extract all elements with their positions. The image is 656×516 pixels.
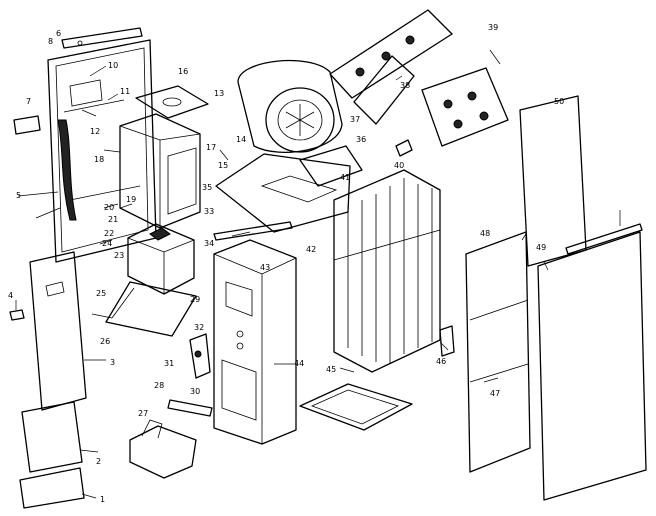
part-limit-switch[interactable] bbox=[189, 333, 211, 379]
callout-31: 31 bbox=[164, 359, 174, 368]
callout-15: 15 bbox=[218, 161, 228, 170]
callout-16: 16 bbox=[178, 67, 188, 76]
callout-21: 21 bbox=[108, 215, 118, 224]
callout-14: 14 bbox=[236, 135, 246, 144]
part-side-flap[interactable] bbox=[299, 145, 363, 187]
callout-5: 5 bbox=[16, 191, 21, 200]
callout-24: 24 bbox=[102, 239, 112, 248]
callout-20: 20 bbox=[104, 203, 114, 212]
callout-6: 6 bbox=[56, 29, 61, 38]
callout-13: 13 bbox=[214, 89, 224, 98]
callout-23: 23 bbox=[114, 251, 124, 260]
callout-38: 38 bbox=[400, 81, 410, 90]
callout-10: 10 bbox=[108, 61, 118, 70]
callout-32: 32 bbox=[194, 323, 204, 332]
part-side-panel[interactable] bbox=[537, 231, 647, 501]
callout-26: 26 bbox=[100, 337, 110, 346]
part-main-cabinet[interactable] bbox=[213, 239, 297, 445]
callout-49: 49 bbox=[536, 243, 546, 252]
callout-25: 25 bbox=[96, 289, 106, 298]
part-divider-rail[interactable] bbox=[469, 363, 529, 383]
part-flex-tube[interactable] bbox=[57, 119, 77, 221]
callout-4: 4 bbox=[8, 291, 13, 300]
part-top-cover[interactable] bbox=[215, 153, 351, 233]
callout-47: 47 bbox=[490, 389, 500, 398]
callout-34: 34 bbox=[204, 239, 214, 248]
callout-12: 12 bbox=[90, 127, 100, 136]
callout-40: 40 bbox=[394, 161, 404, 170]
part-small-rail[interactable] bbox=[13, 115, 41, 135]
callout-19: 19 bbox=[126, 195, 136, 204]
part-divider-panel[interactable] bbox=[465, 231, 531, 473]
part-burner-plate[interactable] bbox=[421, 67, 509, 147]
part-lower-door-panel[interactable] bbox=[21, 401, 83, 473]
part-top-rail[interactable] bbox=[61, 27, 143, 49]
part-angle-bracket[interactable] bbox=[439, 325, 455, 357]
part-top-plate[interactable] bbox=[135, 85, 209, 119]
part-top-strip[interactable] bbox=[565, 223, 643, 255]
callout-2: 2 bbox=[96, 457, 101, 466]
callout-45: 45 bbox=[326, 365, 336, 374]
callout-17: 17 bbox=[206, 143, 216, 152]
leader-lines bbox=[15, 49, 621, 499]
callout-29: 29 bbox=[190, 295, 200, 304]
part-flat-bracket[interactable] bbox=[167, 399, 213, 417]
part-bottom-rail[interactable] bbox=[19, 467, 85, 509]
part-angled-baffle[interactable] bbox=[353, 55, 415, 125]
callout-35: 35 bbox=[202, 183, 212, 192]
callout-28: 28 bbox=[154, 381, 164, 390]
part-small-clip[interactable] bbox=[395, 139, 413, 157]
callout-39: 39 bbox=[488, 23, 498, 32]
callout-1: 1 bbox=[100, 495, 105, 504]
part-filter-tray[interactable] bbox=[105, 281, 197, 337]
callout-8: 8 bbox=[48, 37, 53, 46]
callout-3: 3 bbox=[110, 358, 115, 367]
part-front-door-panel[interactable] bbox=[29, 251, 87, 411]
part-transformer-box[interactable] bbox=[127, 223, 195, 295]
callout-27: 27 bbox=[138, 409, 148, 418]
part-rear-panel[interactable] bbox=[519, 95, 587, 267]
part-gas-valve[interactable] bbox=[129, 419, 197, 479]
callout-43: 43 bbox=[260, 263, 270, 272]
callout-18: 18 bbox=[94, 155, 104, 164]
callout-30: 30 bbox=[190, 387, 200, 396]
callout-44: 44 bbox=[294, 359, 304, 368]
part-heat-exchanger[interactable] bbox=[333, 169, 441, 373]
callout-36: 36 bbox=[356, 135, 366, 144]
part-control-cabinet[interactable] bbox=[119, 113, 201, 229]
callout-11: 11 bbox=[120, 87, 130, 96]
part-long-strip[interactable] bbox=[213, 221, 293, 241]
callout-46: 46 bbox=[436, 357, 446, 366]
callout-42: 42 bbox=[306, 245, 316, 254]
part-small-bracket[interactable] bbox=[9, 309, 25, 321]
part-top-cutout-plate[interactable] bbox=[329, 9, 453, 99]
callout-50: 50 bbox=[554, 97, 564, 106]
callout-41: 41 bbox=[340, 173, 350, 182]
callout-48: 48 bbox=[480, 229, 490, 238]
callout-22: 22 bbox=[104, 229, 114, 238]
callout-37: 37 bbox=[350, 115, 360, 124]
part-blower-housing[interactable] bbox=[237, 59, 343, 153]
callout-33: 33 bbox=[204, 207, 214, 216]
callout-7: 7 bbox=[26, 97, 31, 106]
part-base-tray[interactable] bbox=[299, 383, 413, 431]
callout-labels: 1 2 3 4 5 6 7 8 10 11 12 13 14 15 16 17 … bbox=[8, 23, 564, 504]
